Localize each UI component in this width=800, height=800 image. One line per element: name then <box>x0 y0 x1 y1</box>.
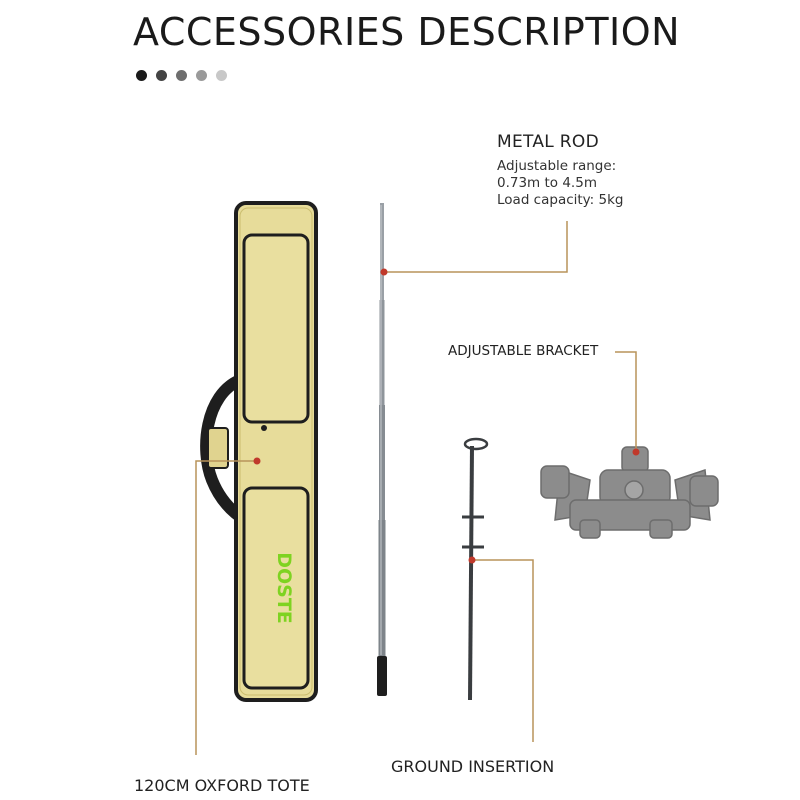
tote-logo-print: DOSTE <box>273 552 295 624</box>
ground-marker <box>468 556 476 564</box>
metal-rod-label: METAL ROD <box>497 132 599 152</box>
page-title: ACCESSORIES DESCRIPTION <box>133 10 681 54</box>
oxford-tote-image: DOSTE <box>200 201 318 702</box>
adjustable-bracket-label: ADJUSTABLE BRACKET <box>448 343 599 359</box>
indicator-dot-4[interactable] <box>196 70 207 81</box>
ground-insertion-image <box>462 437 489 701</box>
metal-rod-spec-2: 0.73m to 4.5m <box>497 175 597 191</box>
slide-indicator <box>136 70 227 81</box>
ground-insertion-label: GROUND INSERTION <box>391 757 555 776</box>
oxford-tote-label: 120CM OXFORD TOTE <box>134 776 310 795</box>
tote-marker <box>253 457 261 465</box>
indicator-dot-1[interactable] <box>136 70 147 81</box>
indicator-dot-5[interactable] <box>216 70 227 81</box>
indicator-dot-2[interactable] <box>156 70 167 81</box>
adjustable-bracket-image <box>540 446 719 539</box>
metal-rod-image <box>377 203 387 696</box>
callout-markers <box>253 268 640 564</box>
bracket-marker <box>632 448 640 456</box>
metal-rod-spec-3: Load capacity: 5kg <box>497 192 624 208</box>
metal-rod-spec-1: Adjustable range: <box>497 158 617 174</box>
indicator-dot-3[interactable] <box>176 70 187 81</box>
callout-lines <box>195 221 637 755</box>
rod-marker <box>380 268 388 276</box>
